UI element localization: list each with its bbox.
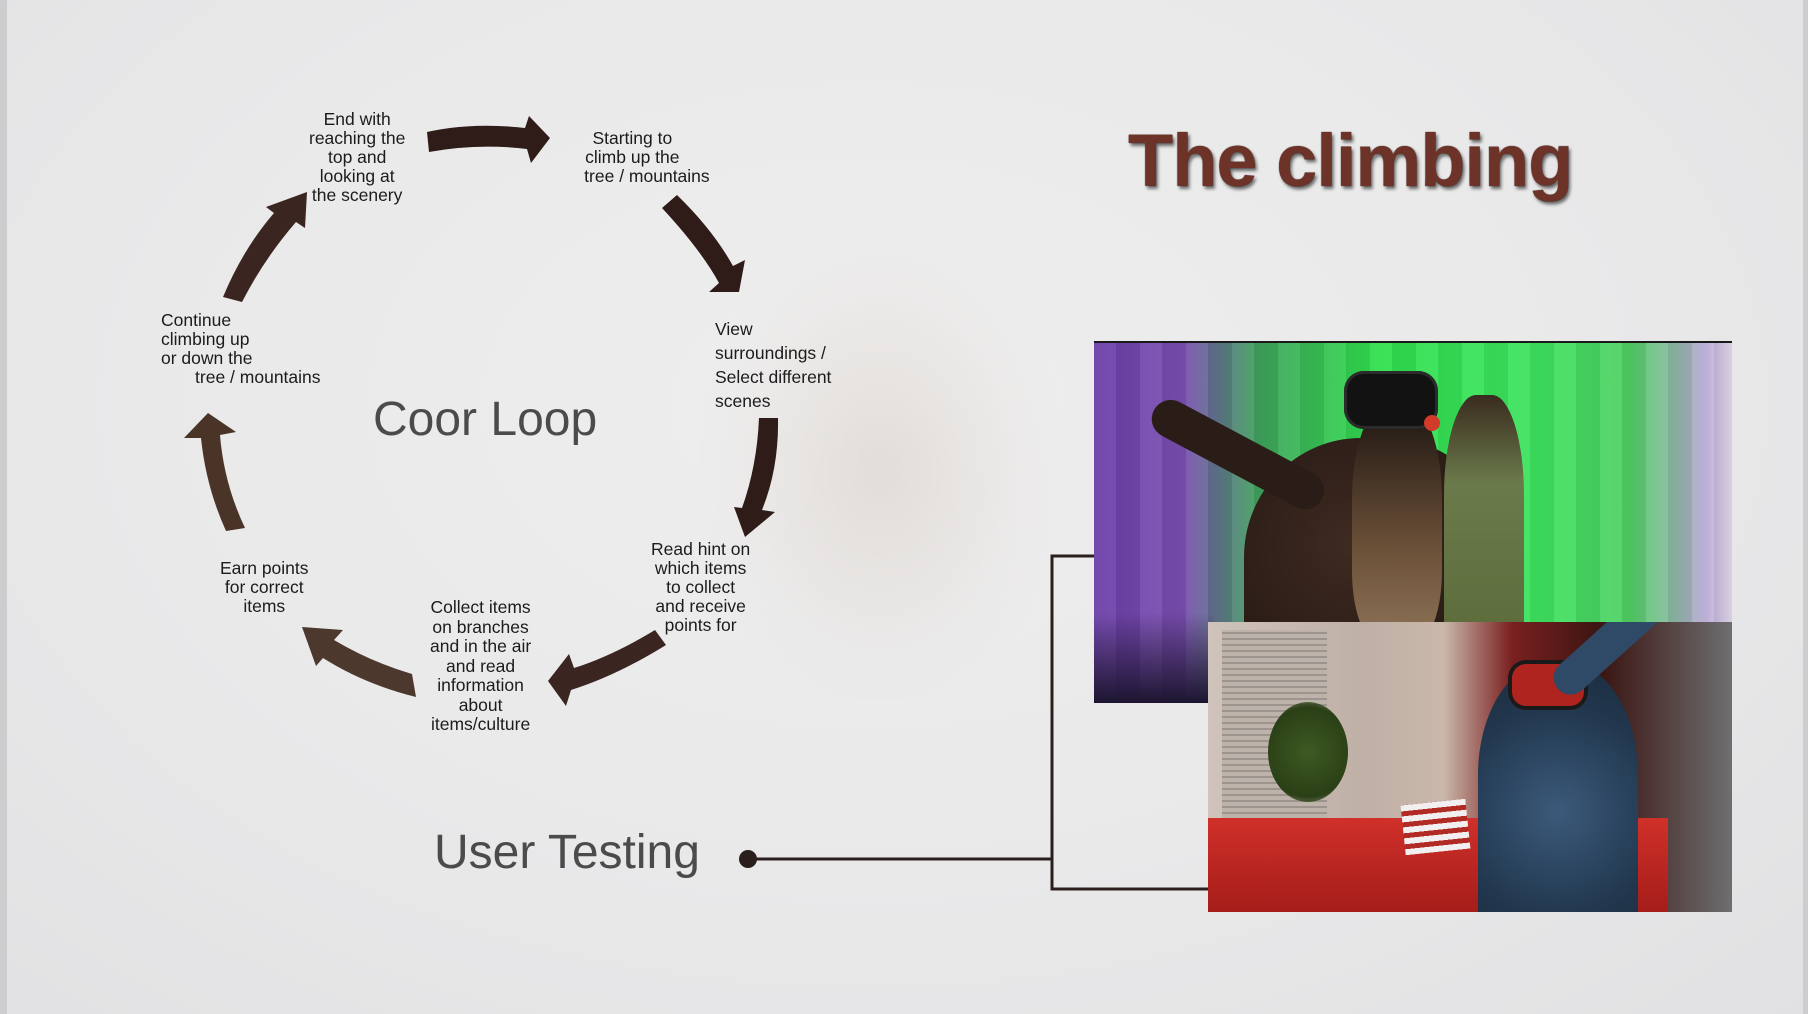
cycle-arrow-6 (184, 413, 245, 531)
core-loop-label: Coor Loop (373, 393, 598, 446)
cycle-arrow-3 (734, 418, 779, 537)
photo-green-room-floor-shadow (1094, 613, 1214, 703)
vr-headset-strap-light (1424, 415, 1440, 431)
loop-step-end: End with reaching the top and looking at… (309, 109, 406, 205)
left-edge-strip (0, 0, 7, 1014)
loop-step-continue: Continue climbing up or down the tree / … (161, 310, 321, 387)
photo-red-room-plant (1268, 702, 1348, 802)
vr-user-hair (1352, 403, 1442, 643)
loop-step-hint: Read hint on which items to collect and … (651, 539, 751, 635)
cycle-arrow-1 (427, 116, 550, 163)
right-edge-strip (1803, 0, 1808, 1014)
photo-red-room (1208, 622, 1732, 912)
cycle-arrow-7 (223, 192, 307, 302)
vr-headset-icon (1344, 371, 1438, 429)
user-testing-label: User Testing (434, 826, 700, 879)
slide-title: The climbing (1128, 119, 1573, 202)
loop-step-start: Starting to climb up the tree / mountain… (584, 128, 710, 186)
bystander (1444, 395, 1524, 645)
loop-step-view: View surroundings / Select different sce… (715, 319, 832, 411)
cycle-arrow-5 (302, 627, 416, 697)
cycle-arrow-4 (548, 630, 666, 706)
cycle-arrow-2 (662, 195, 745, 292)
loop-step-earn: Earn points for correct items (220, 558, 309, 616)
photo-red-room-cushion (1400, 798, 1471, 856)
loop-step-collect: Collect items on branches and in the air… (430, 597, 532, 734)
